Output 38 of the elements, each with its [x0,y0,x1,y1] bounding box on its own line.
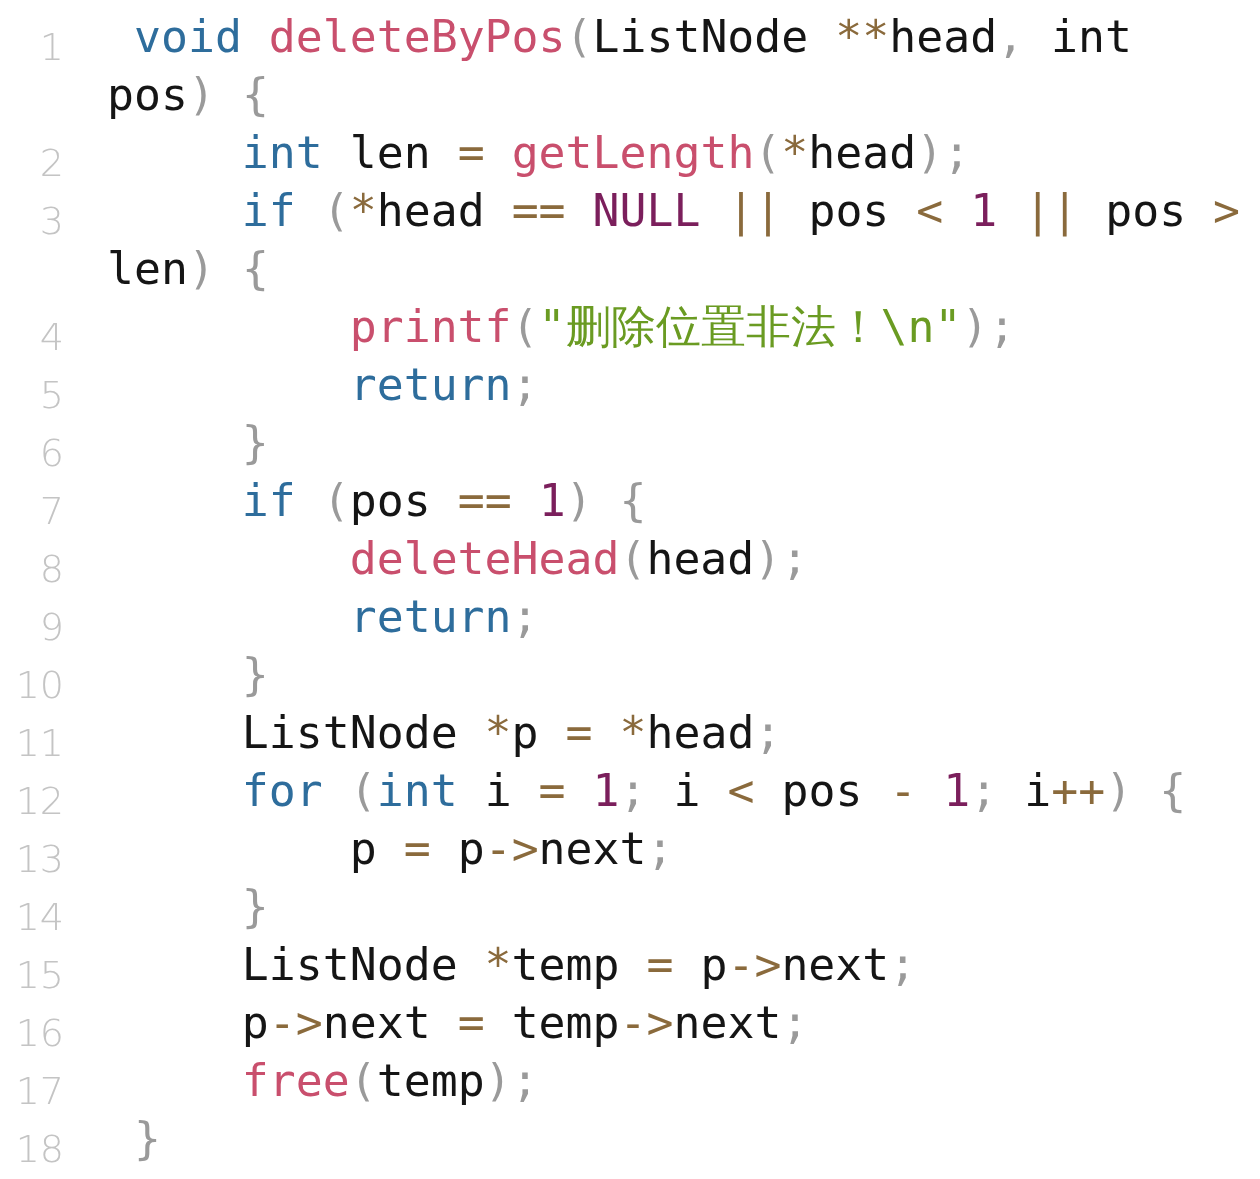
line-number: 6 [38,430,64,477]
code-line: free(temp); [241,1053,539,1109]
line-number: 5 [38,372,64,419]
line-number: 2 [38,140,64,187]
line-number: 17 [14,1068,64,1115]
code-line: } [241,647,269,703]
line-number: 13 [14,836,64,883]
code-line: pos) { [107,67,269,123]
code-line: deleteHead(head); [349,531,809,587]
line-number: 8 [38,546,64,593]
line-number: 15 [14,952,64,999]
code-line: ListNode *temp = p->next; [241,937,917,993]
code-line: p = p->next; [349,821,674,877]
code-line: void deleteByPos(ListNode **head, int [133,9,1132,65]
code-line: p->next = temp->next; [241,995,809,1051]
code-line: len) { [107,241,269,297]
code-line: printf("删除位置非法！\n"); [349,299,1016,355]
code-line: return; [349,357,539,413]
line-number: 7 [38,488,64,535]
code-line: return; [349,589,539,645]
line-number: 14 [14,894,64,941]
code-line: } [133,1111,161,1167]
line-number: 3 [38,198,64,245]
code-line: int len = getLength(*head); [241,125,971,181]
line-number: 18 [14,1126,64,1173]
code-line: if (*head == NULL || pos < 1 || pos > [241,183,1241,239]
line-number: 12 [14,778,64,825]
line-number: 10 [14,662,64,709]
code-line: if (pos == 1) { [241,473,647,529]
code-line: } [241,879,269,935]
line-number: 9 [38,604,64,651]
line-number: 1 [38,24,64,71]
code-line: } [241,415,269,471]
line-number: 4 [38,314,64,361]
line-number: 11 [14,720,64,767]
code-line: for (int i = 1; i < pos - 1; i++) { [241,763,1187,819]
line-number: 16 [14,1010,64,1057]
code-line: ListNode *p = *head; [241,705,782,761]
